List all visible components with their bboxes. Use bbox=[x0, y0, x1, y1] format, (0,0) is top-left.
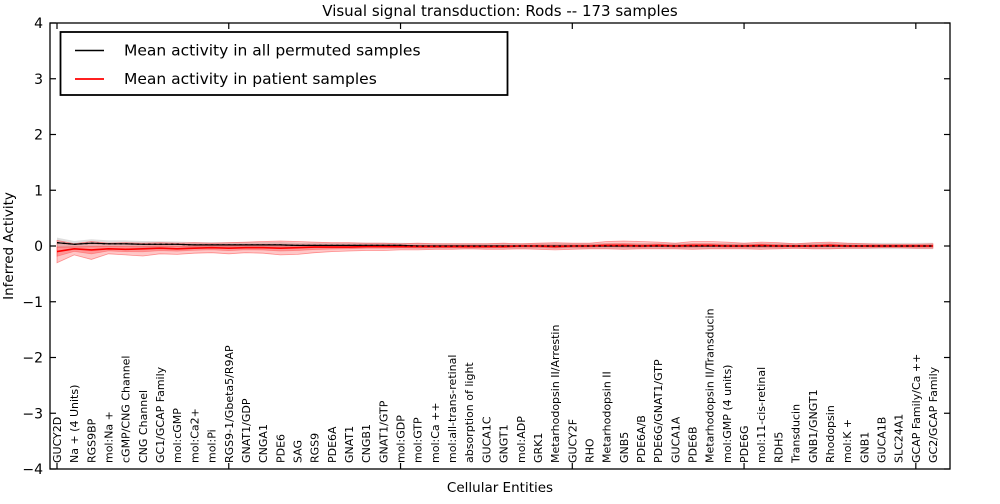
x-tick-entity-label: GNAT1/GTP bbox=[377, 400, 390, 463]
x-tick-entity-label: mol:K + bbox=[841, 419, 854, 463]
x-tick-entity-label: GUCA1A bbox=[669, 416, 682, 463]
y-tick-label: −3 bbox=[22, 406, 43, 422]
y-tick-label: 3 bbox=[34, 72, 43, 88]
x-tick-entity-label: CNG Channel bbox=[137, 390, 150, 463]
permuted-mean-dashes bbox=[56, 242, 933, 247]
lines-layer bbox=[56, 242, 933, 253]
x-tick-entity-label: PDE6A bbox=[326, 426, 339, 463]
x-tick-entity-label: mol:GTP bbox=[412, 417, 425, 463]
x-tick-entity-label: GUCA1C bbox=[480, 416, 493, 463]
y-tick-label: 4 bbox=[34, 16, 43, 32]
y-axis-label: Inferred Activity bbox=[1, 192, 17, 300]
y-tick-label: −2 bbox=[22, 351, 43, 367]
x-tick-entity-label: GUCA1B bbox=[875, 417, 888, 463]
x-tick-entity-label: mol:GDP bbox=[395, 415, 408, 463]
x-tick-entity-label: Transducin bbox=[790, 404, 803, 464]
x-tick-entity-label: GNAT1/GDP bbox=[240, 398, 253, 463]
x-tick-entity-label: RGS9-1/Gbeta5/R9AP bbox=[223, 345, 236, 463]
x-tick-entity-label: Metarhodopsin II/Transducin bbox=[704, 308, 717, 463]
x-tick-entity-label: mol:Ca ++ bbox=[429, 402, 442, 463]
x-tick-entity-label: CNGA1 bbox=[257, 424, 270, 463]
legend-label-patient: Mean activity in patient samples bbox=[124, 70, 377, 88]
y-tick-label: −1 bbox=[22, 295, 43, 311]
x-tick-entity-label: RHO bbox=[583, 438, 596, 463]
x-axis-label: Cellular Entities bbox=[447, 480, 553, 496]
x-tick-entity-label: mol:Ca2+ bbox=[188, 408, 201, 463]
x-tick-entity-label: GUCY2F bbox=[566, 419, 579, 463]
x-tick-entity-label: GUCY2D bbox=[51, 417, 64, 463]
x-tick-entity-label: PDE6B bbox=[687, 426, 700, 463]
x-tick-entity-label: PDE6 bbox=[274, 434, 287, 463]
x-tick-entity-label: mol:11-cis-retinal bbox=[755, 367, 768, 463]
x-tick-entity-label: GNAT1 bbox=[343, 426, 356, 463]
x-tick-entity-label: absorption of light bbox=[463, 362, 476, 463]
plot-frame bbox=[49, 22, 951, 470]
x-tick-entity-label: GC1/GCAP Family bbox=[154, 366, 167, 463]
x-tick-entity-label: GNB1/GNGT1 bbox=[807, 389, 820, 463]
legend-label-permuted: Mean activity in all permuted samples bbox=[124, 42, 421, 60]
chart-title: Visual signal transduction: Rods -- 173 … bbox=[322, 2, 678, 20]
x-tick-entity-label: mol:GMP (4 units) bbox=[721, 365, 734, 463]
x-tick-entity-label: mol:Pi bbox=[206, 429, 219, 463]
entity-labels-layer: GUCY2D Na + (4 Units) RGS9BP mol:Na + cGMP/C… bbox=[51, 308, 940, 464]
patient-band-outer bbox=[56, 239, 934, 264]
x-tick-entity-label: GNB5 bbox=[618, 432, 631, 463]
x-tick-entity-label: mol:ADP bbox=[515, 416, 528, 463]
ticks-layer: 4 3 2 1 0 −1 −2 −3 −4 bbox=[22, 16, 950, 478]
x-tick-entity-label: Rhodopsin bbox=[824, 405, 837, 463]
legend-box bbox=[59, 31, 509, 96]
x-tick-entity-label: Metarhodopsin II/Arrestin bbox=[549, 325, 562, 463]
y-tick-label: −4 bbox=[22, 462, 43, 478]
x-tick-entity-label: Metarhodopsin II bbox=[601, 371, 614, 463]
x-tick-entity-label: SLC24A1 bbox=[893, 414, 906, 463]
x-tick-entity-label: mol:cGMP bbox=[171, 408, 184, 463]
x-tick-entity-label: GCAP Family/Ca ++ bbox=[910, 354, 923, 463]
y-tick-label: 1 bbox=[34, 183, 43, 199]
x-tick-entity-label: GNGT1 bbox=[498, 424, 511, 463]
x-tick-entity-label: SAG bbox=[291, 440, 304, 463]
x-tick-entity-label: GNB1 bbox=[858, 432, 871, 463]
x-tick-entity-label: PDE6G/GNAT1/GTP bbox=[652, 359, 665, 463]
legend: Mean activity in all permuted samples Me… bbox=[59, 31, 509, 96]
x-tick-entity-label: RDH5 bbox=[772, 432, 785, 463]
bands-layer bbox=[56, 237, 934, 264]
y-tick-label: 2 bbox=[34, 128, 43, 144]
x-tick-entity-label: CNGB1 bbox=[360, 424, 373, 463]
x-tick-entity-label: cGMP/CNG Channel bbox=[120, 356, 133, 464]
x-tick-entity-label: PDE6G bbox=[738, 425, 751, 463]
x-tick-entity-label: Na + (4 Units) bbox=[68, 385, 81, 463]
x-tick-entity-label: GRK1 bbox=[532, 433, 545, 463]
x-tick-entity-label: mol:all-trans-retinal bbox=[446, 355, 459, 463]
x-tick-entity-label: PDE6A/B bbox=[635, 415, 648, 463]
x-tick-entity-label: mol:Na + bbox=[103, 411, 116, 463]
y-tick-label: 0 bbox=[34, 239, 43, 255]
x-tick-entity-label: RGS9 bbox=[309, 433, 322, 463]
x-tick-entity-label: GC2/GCAP Family bbox=[927, 366, 940, 463]
x-tick-entity-label: RGS9BP bbox=[85, 418, 98, 463]
